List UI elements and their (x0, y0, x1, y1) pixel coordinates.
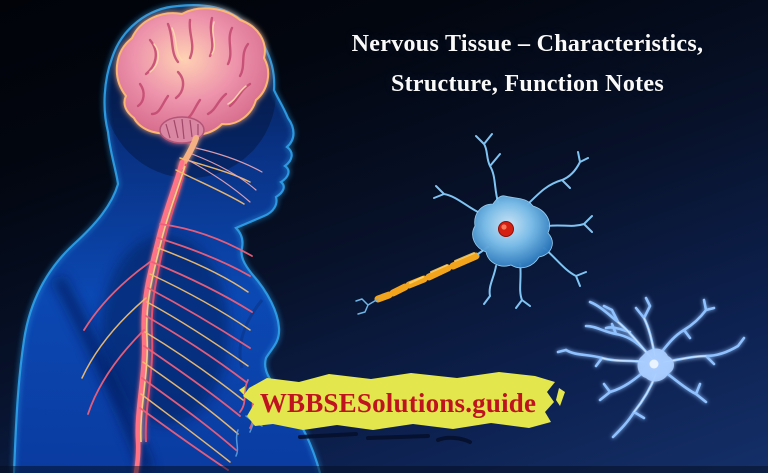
title-line-1: Nervous Tissue – Characteristics, (351, 31, 704, 57)
bottom-shade-band (0, 466, 768, 473)
brush-streaks (298, 432, 472, 444)
brain-body (115, 7, 270, 136)
nucleus-highlight (501, 224, 507, 230)
title-line-2: Structure, Function Notes (390, 71, 665, 97)
body-rim-glow (12, 4, 322, 473)
watermark-brush (243, 372, 555, 430)
nerves-face (187, 147, 263, 203)
page-title: Nervous Tissue – Characteristics, Struct… (295, 24, 760, 104)
brain-sulci-dark (136, 16, 252, 122)
glial-body-core (649, 359, 659, 369)
nerve-branches-yellow (81, 157, 251, 463)
cerebellum-folds (165, 118, 199, 140)
watermark-text: WBBSESolutions.guide (259, 388, 537, 418)
cerebellum (159, 116, 205, 144)
myelin-sheath (374, 252, 480, 303)
dendrites (433, 133, 593, 309)
neuron-illustration (355, 133, 593, 315)
watermark: WBBSESolutions.guide (233, 366, 567, 442)
spine-main (133, 159, 185, 473)
glial-cell-illustration (556, 296, 746, 439)
dendrite-branches (433, 133, 593, 309)
brain-illustration (115, 7, 270, 169)
nerves-yellow (81, 157, 251, 463)
myelin-highlight (409, 252, 475, 284)
myelin-segments (374, 252, 480, 303)
brain-sulci-light (149, 21, 247, 105)
human-figure-illustration (12, 4, 322, 473)
neuron-nucleus (498, 221, 514, 237)
watermark-brush-canvas (239, 372, 565, 430)
axon-terminal (355, 298, 379, 315)
glial-branch-cores (601, 317, 707, 413)
facial-nerves (187, 147, 263, 203)
